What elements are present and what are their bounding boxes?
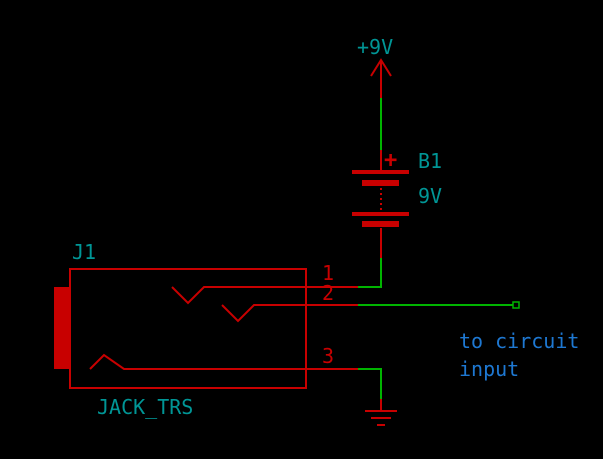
note-line-1: to circuit <box>459 329 579 353</box>
output-terminal-icon <box>512 301 520 309</box>
jack-ring-contact <box>221 304 358 323</box>
jack-sleeve <box>54 287 70 369</box>
jack-ref: J1 <box>72 240 96 264</box>
battery-cell-long-2 <box>352 212 409 216</box>
battery-value: 9V <box>418 184 442 208</box>
power-9v-symbol: +9V <box>357 35 393 98</box>
battery-cell-short-1 <box>362 180 399 186</box>
pin-number-3: 3 <box>322 344 334 368</box>
battery-cell-short-2 <box>362 221 399 227</box>
wire-pin3-to-ground <box>358 368 382 399</box>
power-label: +9V <box>357 35 393 59</box>
pin-number-1: 1 <box>322 261 334 285</box>
wire-battery-to-pin1 <box>358 258 382 288</box>
battery-b1: + B1 9V <box>352 148 442 258</box>
jack-tip-contact <box>171 286 358 305</box>
battery-ref: B1 <box>418 149 442 173</box>
ground-icon <box>365 399 397 426</box>
jack-sleeve-contact <box>89 353 358 370</box>
power-arrow-icon <box>370 58 392 77</box>
battery-plus-icon: + <box>384 148 397 173</box>
jack-value: JACK_TRS <box>97 395 193 419</box>
jack-j1: J1 JACK_TRS 1 2 3 <box>54 240 358 419</box>
pin-number-2: 2 <box>322 281 334 305</box>
battery-cell-long-1 <box>352 170 409 174</box>
note-line-2: input <box>459 357 519 381</box>
